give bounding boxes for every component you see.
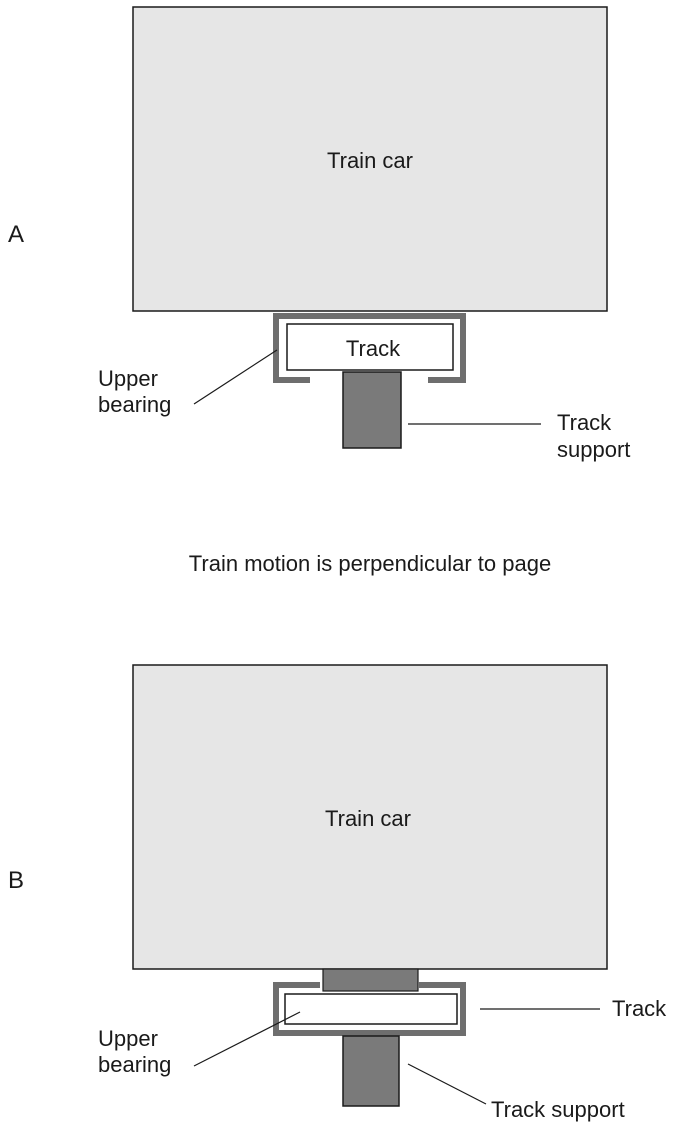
- upper-bearing-b: [273, 982, 466, 1036]
- track-a: [286, 323, 454, 371]
- track-a-label: Track: [346, 336, 401, 361]
- upper-bearing-a-label-line2: bearing: [98, 392, 171, 417]
- train-car-a: [132, 6, 608, 312]
- upper-bearing-a-label-line1: Upper: [98, 366, 158, 391]
- track-support-a-label-line1: Track: [557, 410, 612, 435]
- track-b: [284, 993, 458, 1025]
- panel-a: A Train car Track Upper bearing Track su…: [8, 6, 630, 462]
- upper-bearing-a-leader: [193, 349, 278, 405]
- track-b-label: Track: [612, 996, 667, 1021]
- upper-bearing-a: [273, 313, 466, 383]
- upper-bearing-b-leader: [193, 1011, 301, 1067]
- track-support-a-label-line2: support: [557, 437, 630, 462]
- track-support-b: [342, 1035, 400, 1107]
- upper-bearing-b-label-line2: bearing: [98, 1052, 171, 1077]
- panel-b: B Train car Track Upper bearing Track su…: [8, 664, 667, 1122]
- caption: Train motion is perpendicular to page: [189, 551, 551, 576]
- train-car-b-label: Train car: [325, 806, 411, 831]
- train-car-a-label: Train car: [327, 148, 413, 173]
- track-support-b-label: Track support: [491, 1097, 625, 1122]
- train-car-b: [132, 664, 608, 970]
- panel-a-letter: A: [8, 221, 24, 248]
- track-support-a: [342, 371, 402, 449]
- car-connector-b: [322, 968, 419, 992]
- upper-bearing-b-label-line1: Upper: [98, 1026, 158, 1051]
- panel-b-letter: B: [8, 867, 24, 894]
- track-support-b-leader: [407, 1063, 487, 1105]
